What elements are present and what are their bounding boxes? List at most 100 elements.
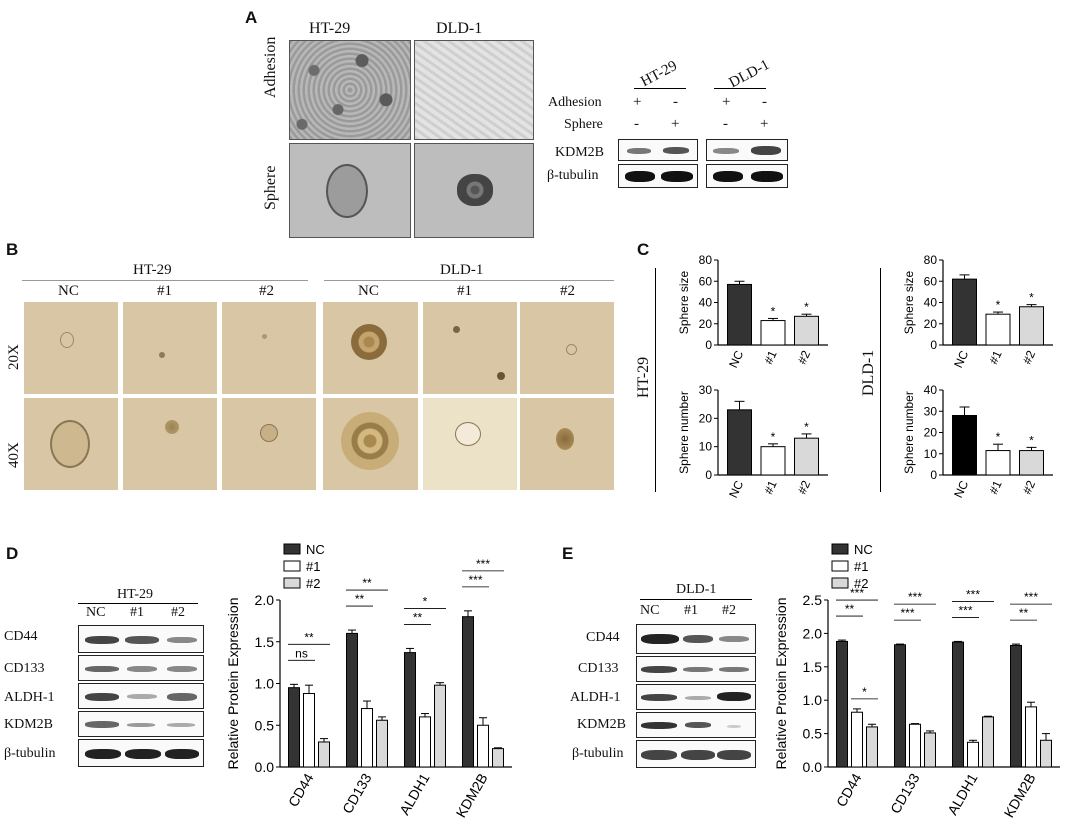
blot-d-tubulin <box>78 739 204 767</box>
y-tick-label: 2.5 <box>803 592 823 608</box>
y-tick-label: 0 <box>705 338 712 352</box>
e-lane-1: #1 <box>684 603 698 618</box>
bar <box>1010 644 1022 768</box>
bar <box>894 644 906 768</box>
blot-d-aldh1 <box>78 683 204 709</box>
a-sign: - <box>762 94 767 110</box>
x-tick-label: #2 <box>1020 348 1038 366</box>
y-tick-label: 0 <box>930 468 937 482</box>
a-sign: + <box>760 116 769 132</box>
bar <box>985 313 1011 346</box>
y-tick-label: 60 <box>699 274 713 288</box>
y-axis-label: Relative Protein Expression <box>773 598 789 770</box>
micrograph-b-ht29-nc-20x <box>24 302 118 394</box>
b-col-1: #1 <box>157 283 172 299</box>
micrograph-b-dld1-2-20x <box>520 302 614 394</box>
d-cell-label: HT-29 <box>117 587 154 602</box>
y-tick-label: 60 <box>924 274 938 288</box>
bar <box>361 708 373 768</box>
b-col-2: #2 <box>560 283 575 299</box>
significance-mark: *** <box>900 606 914 620</box>
micrograph-b-ht29-2-40x <box>222 398 316 490</box>
panel-label-c: C <box>637 240 650 259</box>
d-lane-nc: NC <box>86 605 106 620</box>
bar <box>462 616 474 768</box>
y-tick-label: 0.0 <box>255 759 275 775</box>
a-blot-cell-dld1: DLD-1 <box>726 56 773 92</box>
panel-label-a: A <box>245 8 258 27</box>
significance-mark: ** <box>355 592 365 606</box>
bar <box>1019 306 1044 346</box>
a-cond-adhesion: Adhesion <box>548 95 602 110</box>
significance-mark: * <box>804 420 809 434</box>
legend-swatch <box>831 543 849 555</box>
significance-mark: * <box>771 430 776 444</box>
d-blot-label-cd133: CD133 <box>4 661 45 676</box>
y-tick-label: 0.5 <box>255 717 275 733</box>
c-side-label-dld1: DLD-1 <box>860 349 877 396</box>
y-axis-label: Sphere size <box>677 270 691 334</box>
legend-swatch <box>283 577 301 589</box>
b-divider <box>22 280 308 281</box>
a-blot-label-kdm2b: KDM2B <box>555 145 605 160</box>
d-blot-label-kdm2b: KDM2B <box>4 717 54 732</box>
x-tick-label: NC <box>951 478 971 500</box>
blot-a-tubulin-dld1 <box>706 164 788 188</box>
e-blot-label-tubulin: β-tubulin <box>572 746 624 761</box>
x-tick-label: #2 <box>795 348 813 366</box>
micrograph-b-dld1-2-40x <box>520 398 614 490</box>
significance-mark: ** <box>304 630 314 644</box>
b-row-40x: 40X <box>6 442 22 468</box>
blot-a-kdm2b-ht29 <box>618 139 698 161</box>
e-lane-2: #2 <box>722 603 736 618</box>
bar <box>477 724 489 768</box>
significance-mark: *** <box>958 603 972 617</box>
bar <box>909 723 921 768</box>
blot-e-tubulin <box>636 740 756 768</box>
a-divider <box>634 88 686 89</box>
e-cell-label: DLD-1 <box>676 582 717 597</box>
x-tick-label: CD133 <box>887 770 923 816</box>
significance-mark: * <box>423 594 428 608</box>
legend-label: #1 <box>306 559 320 574</box>
x-tick-label: #1 <box>761 478 779 496</box>
blot-e-cd44 <box>636 624 756 654</box>
significance-mark: *** <box>908 590 922 604</box>
micrograph-ht29-adhesion <box>289 40 411 140</box>
micrograph-b-dld1-1-20x <box>423 302 517 394</box>
a-blot-label-tubulin: β-tubulin <box>547 168 599 183</box>
e-divider <box>640 599 752 600</box>
x-tick-label: ALDH1 <box>944 770 981 817</box>
b-col-nc: NC <box>58 283 79 299</box>
micrograph-b-ht29-nc-40x <box>24 398 118 490</box>
legend-label: #1 <box>854 559 868 574</box>
bar <box>836 640 848 768</box>
bar <box>376 719 388 768</box>
a-divider <box>714 88 766 89</box>
blot-e-cd133 <box>636 656 756 682</box>
a-col-label-ht29: HT-29 <box>309 20 351 37</box>
bar <box>967 741 979 768</box>
legend-label: NC <box>306 542 325 557</box>
y-tick-label: 0 <box>930 338 937 352</box>
bar <box>866 726 878 768</box>
significance-mark: *** <box>468 573 482 587</box>
a-col-label-dld1: DLD-1 <box>436 20 483 37</box>
a-cond-sphere: Sphere <box>564 117 603 132</box>
y-tick-label: 0.0 <box>803 759 823 775</box>
significance-mark: ** <box>1019 606 1029 620</box>
y-tick-label: 20 <box>699 411 713 425</box>
significance-mark: * <box>1029 433 1034 447</box>
panel-label-b: B <box>6 240 19 259</box>
blot-d-cd44 <box>78 625 204 653</box>
bar <box>794 315 819 346</box>
b-col-1: #1 <box>457 283 472 299</box>
bar <box>1040 739 1052 768</box>
micrograph-b-ht29-2-20x <box>222 302 316 394</box>
b-group-dld1: DLD-1 <box>440 262 484 278</box>
y-tick-label: 0 <box>705 468 712 482</box>
x-tick-label: NC <box>726 348 746 370</box>
d-lane-1: #1 <box>130 605 144 620</box>
